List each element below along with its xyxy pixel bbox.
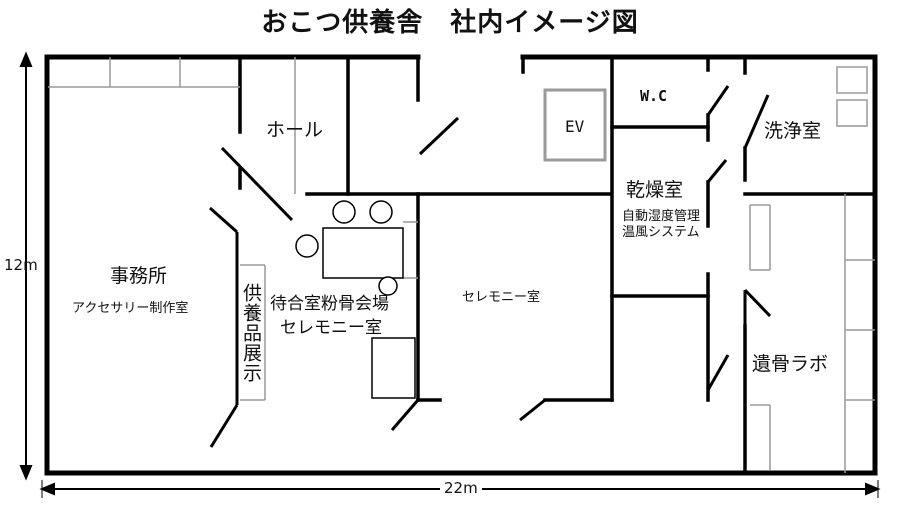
width-dimension-label: 22m <box>440 481 482 496</box>
office-label: 事務所 <box>110 265 168 287</box>
washing-room-label: 洗浄室 <box>764 120 822 142</box>
remains-lab-label: 遺骨ラボ <box>752 353 829 375</box>
chair <box>332 200 356 224</box>
table <box>322 227 404 279</box>
chair <box>369 200 393 224</box>
ceremony-room-label: セレモニー室 <box>462 290 541 305</box>
drying-room-label: 乾燥室 <box>626 179 684 201</box>
page-title: おこつ供養舎 社内イメージ図 <box>261 8 639 38</box>
cabinet <box>371 337 416 399</box>
interior-walls <box>238 55 877 475</box>
table-and-chairs <box>295 200 404 296</box>
outer-walls <box>44 54 878 476</box>
memorial-display-label: 供養品展示 <box>240 283 262 383</box>
hall-label: ホール <box>266 119 324 141</box>
door-swings <box>209 85 772 448</box>
drying-room-feature-humidity: 自動湿度管理 <box>622 209 701 224</box>
waiting-room-label: 待合室粉骨会場 <box>270 294 389 314</box>
chair <box>295 234 319 258</box>
chair <box>378 276 398 296</box>
waiting-room-sublabel: セレモニー室 <box>280 318 382 338</box>
furniture-outlines <box>48 57 875 473</box>
drying-room-feature-warm-air: 温風システム <box>622 225 700 240</box>
elevator-box <box>543 88 607 162</box>
office-subtitle: アクセサリー制作室 <box>72 301 189 316</box>
elevator-label: EV <box>565 117 585 136</box>
restroom-label: W.C <box>640 87 668 105</box>
height-dimension-label: 12m <box>4 256 38 274</box>
